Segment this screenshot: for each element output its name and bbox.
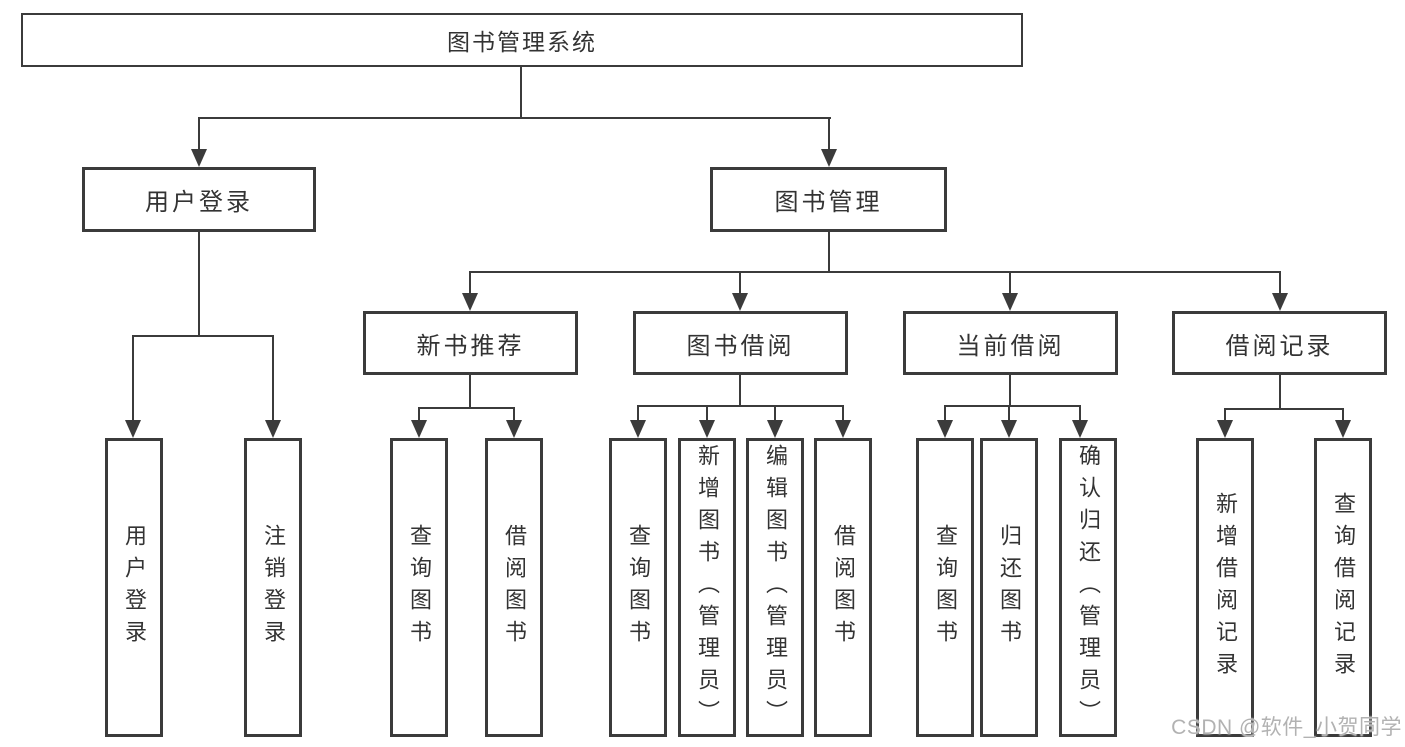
leaf-borrow-books-2: 借阅图书 [814,438,872,737]
node-root-label: 图书管理系统 [447,29,597,55]
connector-line [198,232,200,335]
connector-line [132,335,134,420]
node-book-borrow: 图书借阅 [633,311,848,375]
leaf-logout: 注销登录 [244,438,302,737]
leaf-confirm-return-admin-label: 确认归还（管理员） [1076,443,1101,732]
connector-line [1224,408,1226,420]
connector-line [1079,405,1081,420]
arrow-down-icon [191,149,207,167]
node-root: 图书管理系统 [21,13,1023,67]
connector-line [739,271,741,293]
connector-line [1279,271,1281,293]
arrow-down-icon [462,293,478,311]
connector-line [469,271,1281,273]
connector-line [637,405,844,407]
arrow-down-icon [835,420,851,438]
arrow-down-icon [767,420,783,438]
connector-line [272,335,274,420]
arrow-down-icon [1002,293,1018,311]
leaf-user-login-label: 用户登录 [122,523,147,652]
arrow-down-icon [821,149,837,167]
arrow-down-icon [699,420,715,438]
node-borrow-records-label: 借阅记录 [1225,332,1334,360]
arrow-down-icon [1217,420,1233,438]
connector-line [944,405,1081,407]
leaf-query-books-1: 查询图书 [390,438,448,737]
leaf-query-books-1-label: 查询图书 [407,523,432,652]
node-book-management: 图书管理 [710,167,947,232]
connector-line [828,117,830,149]
leaf-return-books: 归还图书 [980,438,1038,737]
node-borrow-records: 借阅记录 [1172,311,1387,375]
connector-line [1009,375,1011,405]
arrow-down-icon [1072,420,1088,438]
connector-line [469,375,471,407]
connector-line [1279,375,1281,408]
leaf-query-books-3: 查询图书 [916,438,974,737]
node-new-book-recommend-label: 新书推荐 [416,332,525,360]
leaf-add-borrow-record: 新增借阅记录 [1196,438,1254,737]
leaf-borrow-books-1-label: 借阅图书 [502,523,527,652]
node-book-management-label: 图书管理 [774,189,883,216]
connector-line [1224,408,1344,410]
connector-line [828,232,830,271]
connector-line [198,117,200,149]
arrow-down-icon [506,420,522,438]
leaf-edit-books-admin: 编辑图书（管理员） [746,438,804,737]
arrow-down-icon [937,420,953,438]
connector-line [842,405,844,420]
leaf-query-borrow-record-label: 查询借阅记录 [1331,491,1356,684]
node-current-borrow-label: 当前借阅 [956,332,1065,360]
connector-line [706,405,708,420]
leaf-return-books-label: 归还图书 [997,523,1022,652]
arrow-down-icon [411,420,427,438]
leaf-add-borrow-record-label: 新增借阅记录 [1213,491,1238,684]
node-book-borrow-label: 图书借阅 [686,332,795,360]
node-current-borrow: 当前借阅 [903,311,1118,375]
connector-line [418,407,420,420]
connector-line [944,405,946,420]
csdn-watermark: CSDN @软件_小贺同学 [1171,716,1402,739]
connector-line [774,405,776,420]
connector-line [1008,405,1010,420]
node-new-book-recommend: 新书推荐 [363,311,578,375]
connector-line [469,271,471,293]
arrow-down-icon [630,420,646,438]
connector-line [1342,408,1344,420]
leaf-add-books-admin-label: 新增图书（管理员） [695,443,720,732]
leaf-query-books-2: 查询图书 [609,438,667,737]
connector-line [520,67,522,117]
arrow-down-icon [265,420,281,438]
connector-line [739,375,741,405]
leaf-confirm-return-admin: 确认归还（管理员） [1059,438,1117,737]
arrow-down-icon [1272,293,1288,311]
leaf-query-books-3-label: 查询图书 [933,523,958,652]
connector-line [132,335,274,337]
arrow-down-icon [125,420,141,438]
connector-line [1009,271,1011,293]
leaf-user-login: 用户登录 [105,438,163,737]
arrow-down-icon [1001,420,1017,438]
connector-line [513,407,515,420]
connector-line [199,117,831,119]
arrow-down-icon [732,293,748,311]
leaf-borrow-books-2-label: 借阅图书 [831,523,856,652]
connector-line [418,407,515,409]
arrow-down-icon [1335,420,1351,438]
node-user-login-label: 用户登录 [145,189,253,216]
leaf-borrow-books-1: 借阅图书 [485,438,543,737]
leaf-add-books-admin: 新增图书（管理员） [678,438,736,737]
connector-line [637,405,639,420]
leaf-edit-books-admin-label: 编辑图书（管理员） [763,443,788,732]
leaf-logout-label: 注销登录 [261,523,286,652]
leaf-query-borrow-record: 查询借阅记录 [1314,438,1372,737]
leaf-query-books-2-label: 查询图书 [626,523,651,652]
node-user-login: 用户登录 [82,167,316,232]
